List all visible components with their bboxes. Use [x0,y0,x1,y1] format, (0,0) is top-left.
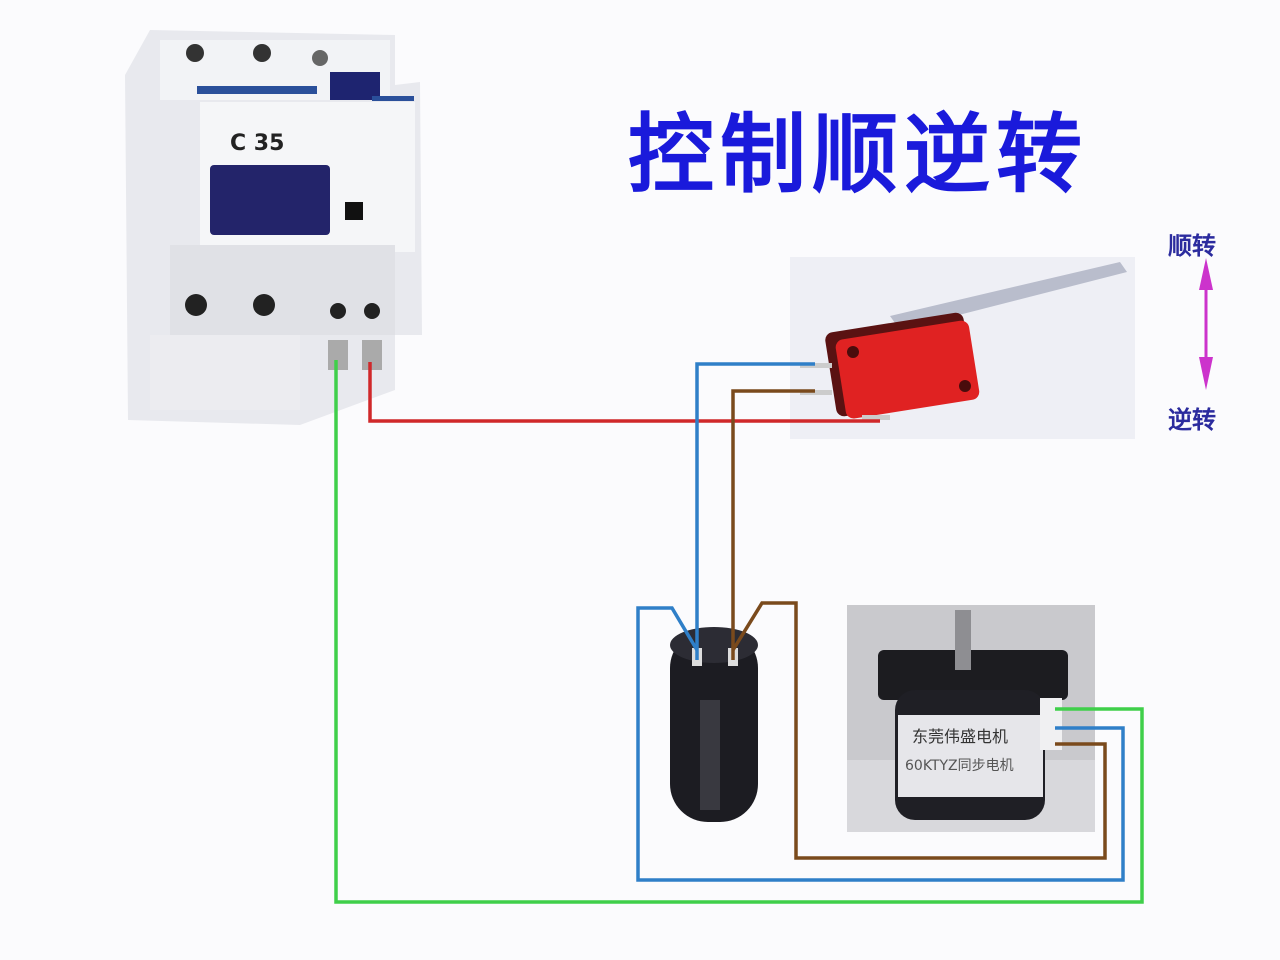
direction-arrow-icon [1199,258,1213,390]
wire-brown-switch [731,389,815,660]
wire-blue-switch [695,362,815,660]
capacitor [670,627,758,822]
motor-label-line1: 东莞伟盛电机 [912,727,1008,746]
reverse-rotation-label: 逆转 [1168,406,1216,434]
motor-label-line2: 60KTYZ同步电机 [905,758,1014,774]
motor: 东莞伟盛电机 60KTYZ同步电机 [847,605,1095,832]
wire-green [334,360,1144,904]
circuit-breaker: C 35 [125,30,422,425]
wire-brown-loop [731,601,1107,860]
wire-red [368,362,880,423]
diagram-title: 控制顺逆转 [628,105,1088,205]
wire-blue-loop [636,606,1125,882]
forward-rotation-label: 顺转 [1168,232,1216,260]
micro-switch [790,257,1135,439]
breaker-rating-text: C 35 [230,131,284,156]
